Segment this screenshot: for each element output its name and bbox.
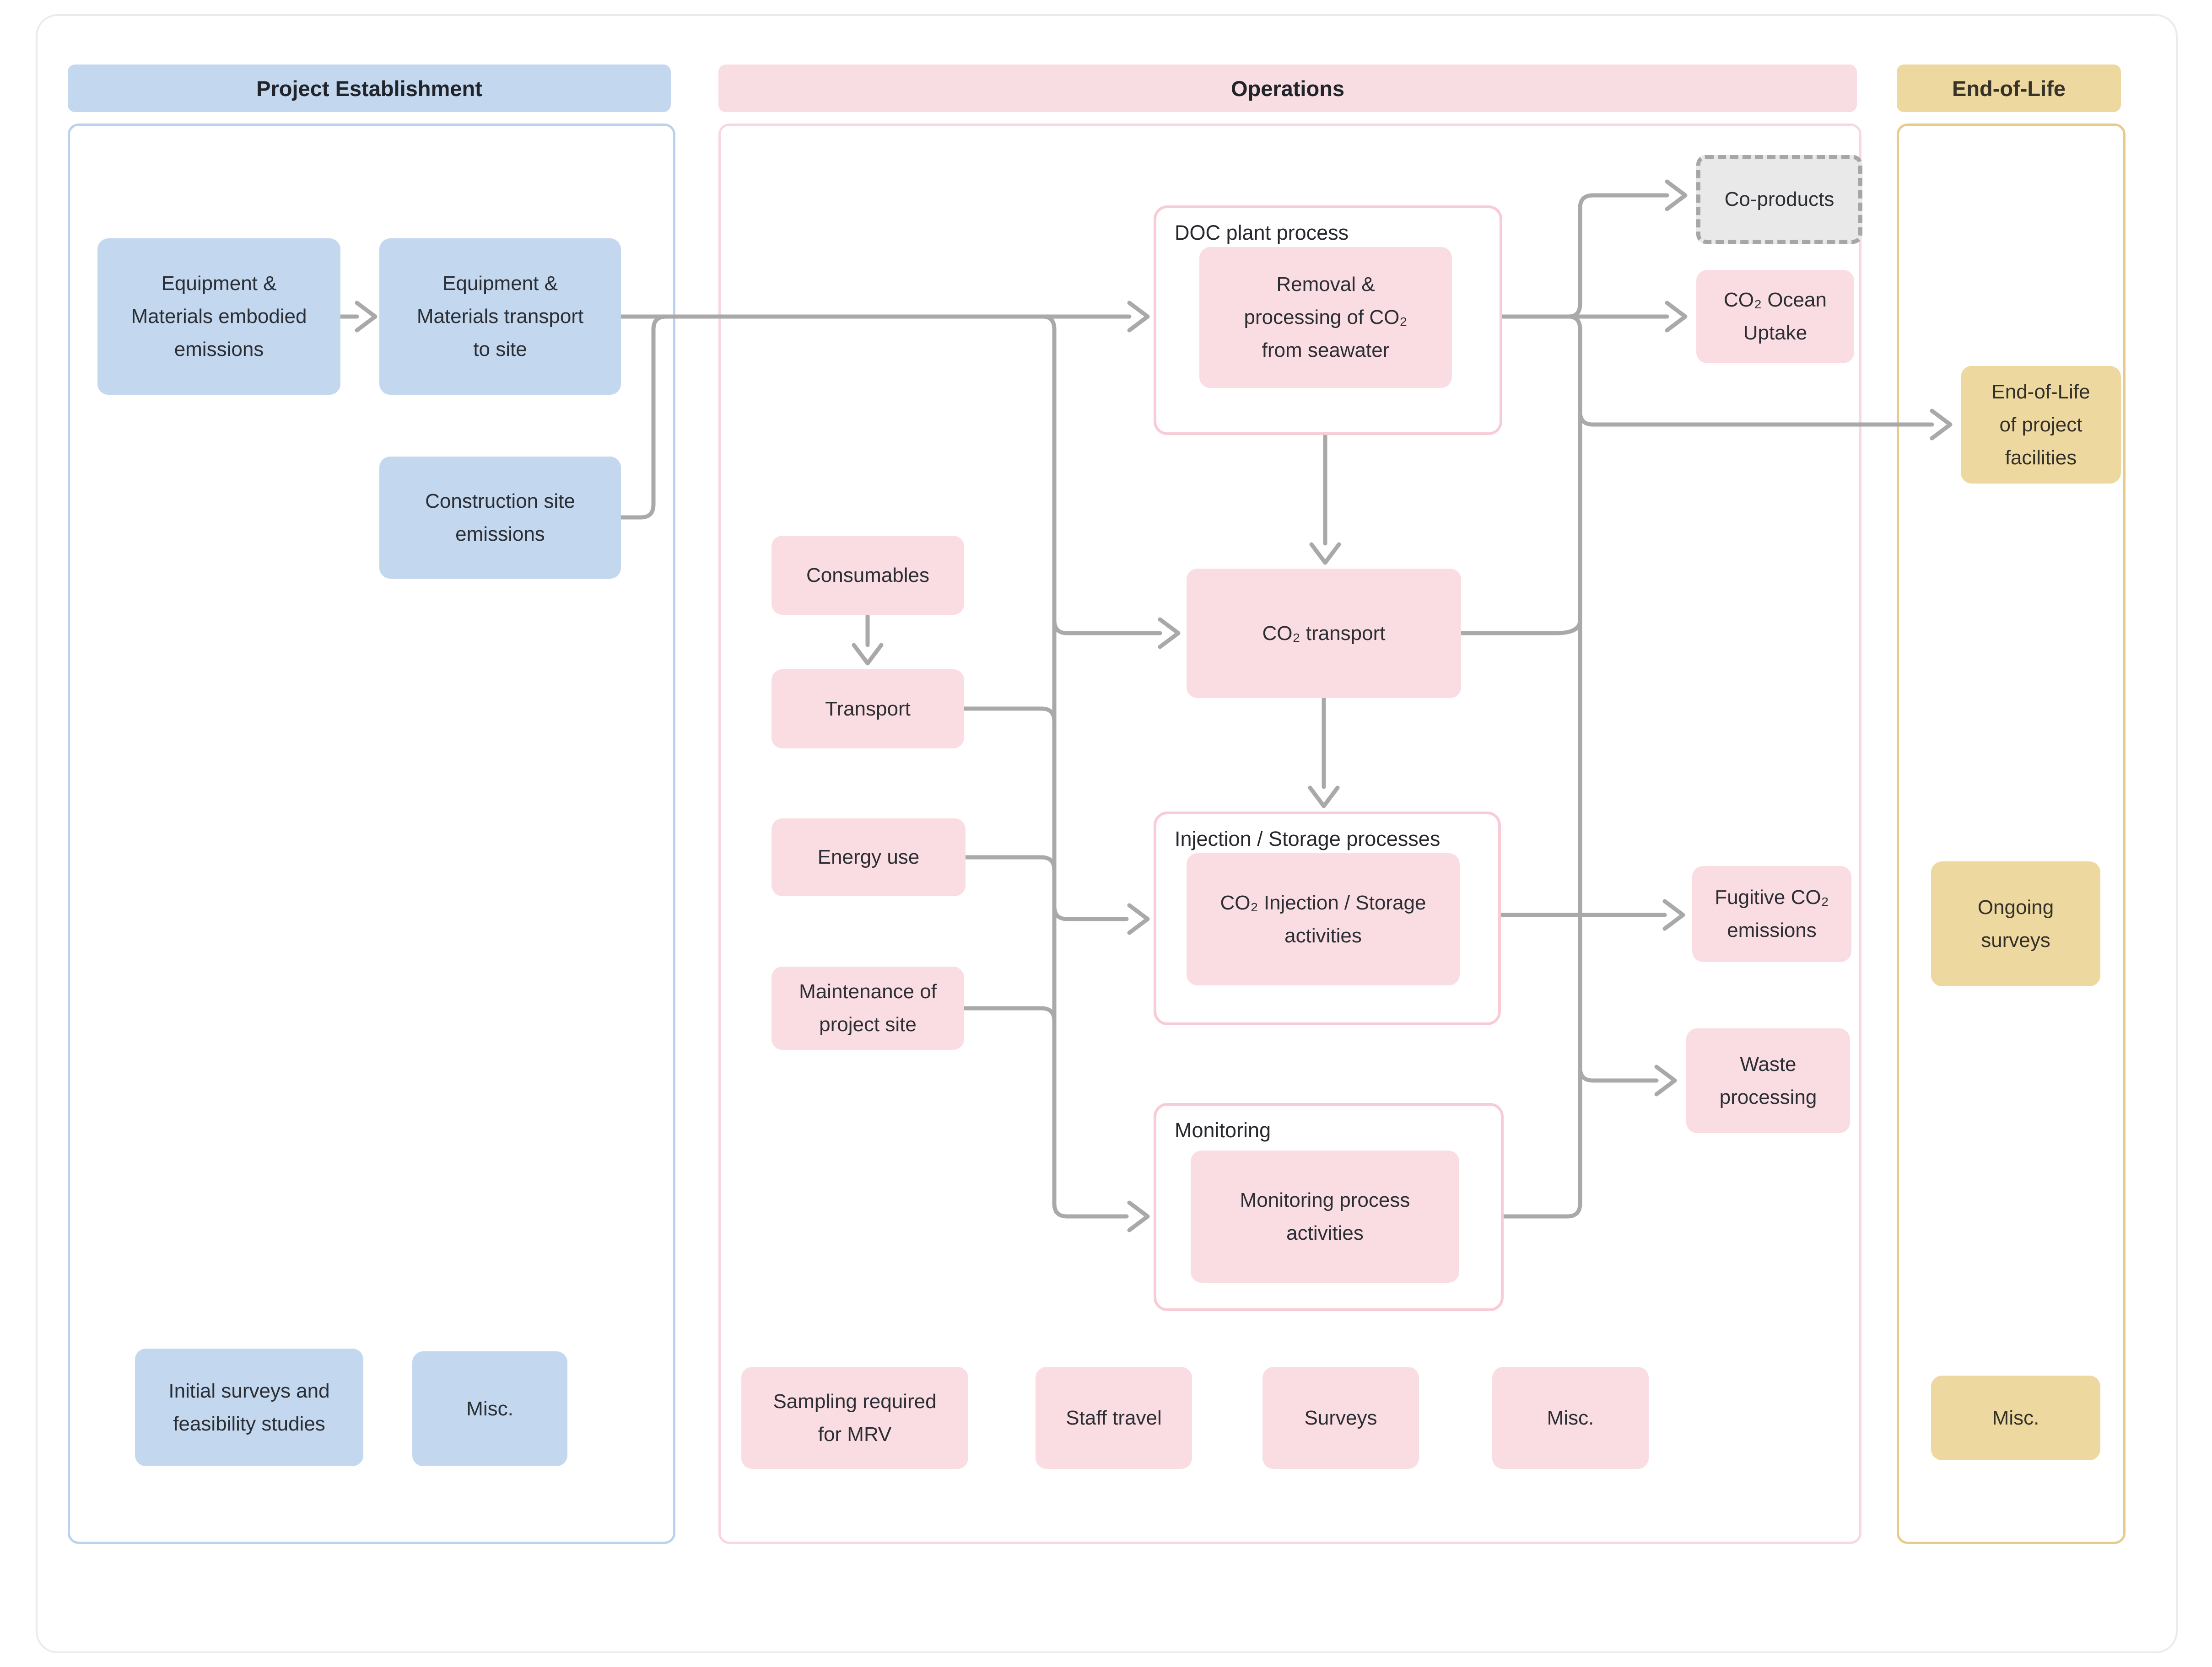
- node-maintenance-project-site: Maintenance of project site: [772, 967, 964, 1050]
- arrowhead-right-icon: [1665, 301, 1688, 333]
- node-sampling-required-for-mrv: Sampling required for MRV: [741, 1367, 968, 1469]
- section-body-project-establishment: [68, 124, 675, 1544]
- node-misc-end-of-life: Misc.: [1931, 1376, 2100, 1460]
- node-staff-travel: Staff travel: [1036, 1367, 1192, 1469]
- node-energy-use: Energy use: [772, 818, 966, 896]
- connector-left-trunk: [1041, 314, 1129, 1219]
- connector-right-trunk: [1566, 314, 1582, 1206]
- node-end-of-life-project-facilities: End-of-Life of project facilities: [1961, 366, 2121, 484]
- connector-co2transport-merge: [1459, 618, 1582, 635]
- group-label-monitoring: Monitoring: [1175, 1119, 1271, 1142]
- node-misc-operations: Misc.: [1492, 1367, 1649, 1469]
- arrowhead-down-icon: [1308, 785, 1340, 808]
- arrowhead-down-icon: [852, 643, 884, 666]
- arrowhead-down-icon: [1309, 542, 1341, 565]
- node-fugitive-co2-emissions: Fugitive CO₂ emissions: [1692, 866, 1851, 962]
- connector-trunk-to-waste: [1578, 1065, 1659, 1083]
- section-header-operations: Operations: [718, 65, 1857, 112]
- node-co-products: Co-products: [1696, 155, 1862, 244]
- arrowhead-right-icon: [1662, 899, 1685, 931]
- node-co2-ocean-uptake: CO₂ Ocean Uptake: [1696, 270, 1854, 363]
- arrowhead-right-icon: [1930, 409, 1953, 441]
- node-transport: Transport: [772, 669, 964, 748]
- arrowhead-right-icon: [1127, 301, 1150, 333]
- node-initial-surveys-feasibility-studies: Initial surveys and feasibility studies: [135, 1349, 363, 1466]
- arrowhead-right-icon: [1654, 1065, 1677, 1097]
- connector-monitoring-merge: [1496, 1201, 1582, 1219]
- section-header-end-of-life: End-of-Life: [1897, 65, 2121, 112]
- arrowhead-right-icon: [1127, 1200, 1150, 1232]
- connector-energy-merge: [963, 855, 1057, 872]
- arrowhead-right-icon: [1127, 903, 1150, 935]
- connector-construction-merge: [619, 314, 669, 520]
- node-monitoring-process-activities: Monitoring process activities: [1191, 1151, 1459, 1283]
- connector-maintenance-merge: [962, 1006, 1057, 1023]
- node-consumables: Consumables: [772, 536, 964, 615]
- arrowhead-right-icon: [1665, 179, 1688, 211]
- connector-transport-merge: [962, 706, 1057, 724]
- node-co2-transport: CO₂ transport: [1187, 569, 1461, 698]
- arrowhead-right-icon: [355, 301, 378, 333]
- node-construction-site-emissions: Construction site emissions: [379, 457, 621, 579]
- node-co2-injection-storage-activities: CO₂ Injection / Storage activities: [1187, 853, 1460, 985]
- connector-trunk-to-coproducts: [1566, 193, 1669, 319]
- section-header-project-establishment: Project Establishment: [68, 65, 671, 112]
- section-body-end-of-life: [1897, 124, 2126, 1544]
- arrowhead-right-icon: [1158, 617, 1181, 649]
- node-ongoing-surveys: Ongoing surveys: [1931, 861, 2100, 986]
- group-label-injection-storage: Injection / Storage processes: [1175, 827, 1440, 850]
- node-waste-processing: Waste processing: [1686, 1028, 1850, 1133]
- connector-trunk-to-eol: [1578, 409, 1934, 427]
- node-removal-processing-co2-seawater: Removal & processing of CO₂ from seawate…: [1199, 247, 1452, 388]
- connector-trunk-to-injection: [1052, 904, 1129, 921]
- group-label-doc-plant-process: DOC plant process: [1175, 221, 1349, 244]
- connector-trunk-to-co2transport: [1052, 618, 1162, 635]
- node-equipment-materials-transport-to-site: Equipment & Materials transport to site: [379, 238, 621, 395]
- node-surveys-operations: Surveys: [1262, 1367, 1419, 1469]
- section-body-operations: [718, 124, 1861, 1544]
- node-misc-project-establishment: Misc.: [412, 1351, 567, 1466]
- node-equipment-materials-embodied-emissions: Equipment & Materials embodied emissions: [97, 238, 340, 395]
